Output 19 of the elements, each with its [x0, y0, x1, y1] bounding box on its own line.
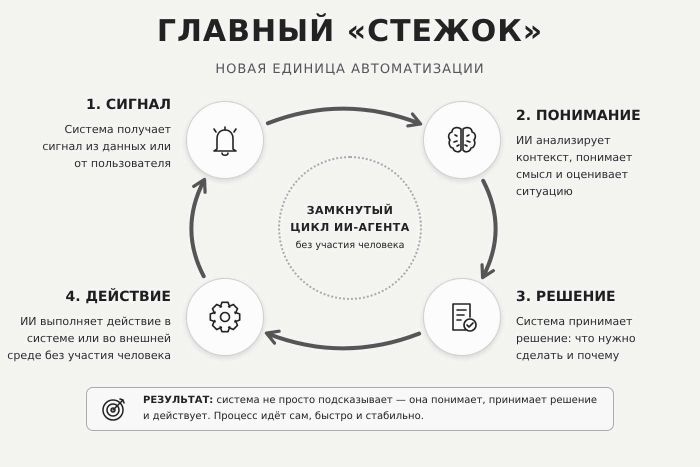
result-text: РЕЗУЛЬТАТ: система не просто подсказывает — она понимает, принимает решение и действует. Процесс идёт сам, быстро и стабильно.: [143, 394, 598, 424]
title: ГЛАВНЫЙ «СТЕЖОК»: [156, 14, 544, 49]
step-heading: 2. ПОНИМАНИЕ: [516, 108, 641, 124]
center-subtext: без участия человека: [294, 240, 406, 251]
cycle-arrow: [266, 106, 422, 128]
center-heading: ЗАМКНУТЫЙ ЦИКЛ ИИ-АГЕНТА: [290, 202, 410, 236]
cycle-arrow: [480, 178, 498, 280]
dotted-circle: [278, 156, 422, 300]
step-description: Система получает сигнал из данных или от пользователя: [41, 122, 171, 172]
step-description: ИИ анализирует контекст, понимает смысл и оценивает ситуацию: [516, 133, 634, 200]
result-panel: [86, 387, 614, 431]
step-description: Система принимает решение: что нужно сделать и почему: [516, 314, 637, 364]
subtitle: НОВАЯ ЕДИНИЦА АВТОМАТИЗАЦИИ: [214, 62, 486, 77]
step-heading: 1. СИГНАЛ: [86, 97, 171, 113]
step-description: ИИ выполняет действие в системе или во внешней среде без участия человека: [6, 314, 171, 364]
cycle-arrow: [189, 178, 208, 278]
step-heading: 4. ДЕЙСТВИЕ: [66, 289, 171, 305]
step-heading: 3. РЕШЕНИЕ: [516, 289, 616, 305]
cycle-arrow: [264, 329, 422, 350]
